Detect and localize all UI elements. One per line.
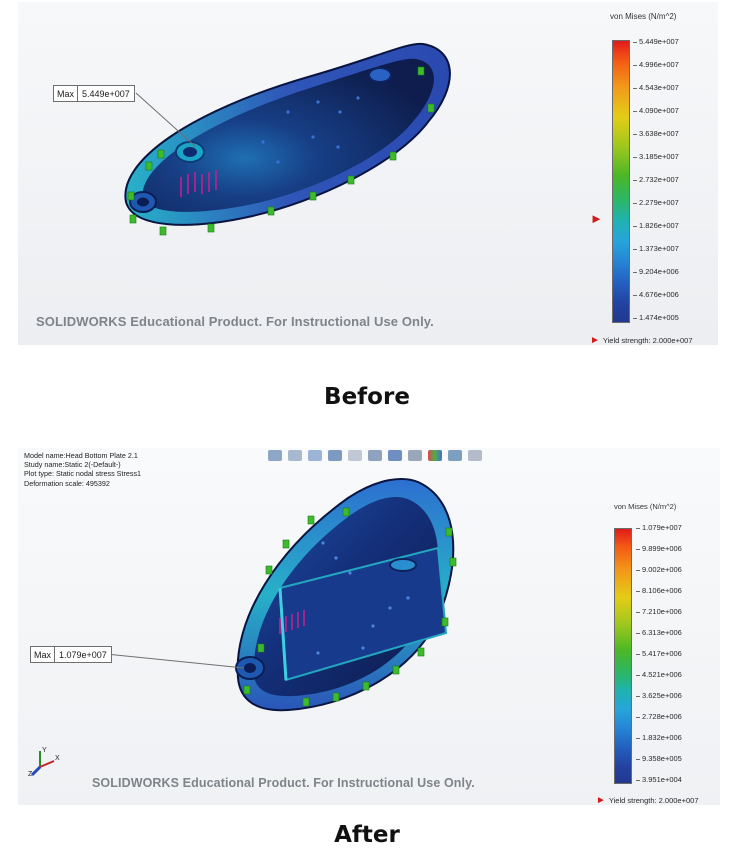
legend-tick: 3.638e+007 (633, 129, 679, 138)
legend-tick: 4.090e+007 (633, 106, 679, 115)
triad-y-label: Y (42, 747, 47, 754)
hide-show-items-icon[interactable] (408, 449, 422, 461)
legend-tick: 8.106e+006 (636, 586, 682, 595)
legend-tick: 7.210e+006 (636, 607, 682, 616)
view-orientation-icon[interactable] (368, 449, 382, 461)
model-name: Model name:Head Bottom Plate 2.1 (24, 451, 138, 460)
triad-x-label: X (55, 755, 60, 762)
study-name: Study name:Static 2(-Default-) (24, 460, 121, 470)
yield-arrow-icon: ► (590, 335, 600, 345)
max-value: 5.449e+007 (82, 88, 130, 99)
color-scale-bar (614, 528, 632, 784)
after-model-render (105, 478, 457, 712)
educational-watermark: SOLIDWORKS Educational Product. For Inst… (36, 314, 434, 329)
yield-strength-label: ► Yield strength: 2.000e+007 (590, 335, 693, 345)
section-view-icon[interactable] (328, 449, 342, 461)
yield-strength-text: Yield strength: 2.000e+007 (608, 796, 699, 805)
legend-tick: 3.185e+007 (633, 152, 679, 161)
after-result-view: Model name:Head Bottom Plate 2.1 Study n… (18, 448, 720, 805)
legend-tick: 2.732e+007 (633, 175, 679, 184)
deformation-scale: Deformation scale: 495392 (24, 478, 110, 488)
before-model-render (124, 42, 451, 236)
legend-tick: 3.951e+004 (636, 775, 682, 784)
previous-view-icon[interactable] (308, 449, 322, 461)
legend-tick: 1.373e+007 (633, 244, 679, 253)
max-label: Max (31, 647, 56, 662)
legend-tick: 5.449e+007 (633, 37, 679, 46)
display-style-icon[interactable] (388, 449, 402, 461)
legend-tick: 9.204e+006 (633, 267, 679, 276)
apply-scene-icon[interactable] (448, 449, 462, 461)
max-stress-annotation: Max 5.449e+007 (53, 85, 135, 102)
triad-z-label: Z (28, 771, 33, 778)
zoom-to-fit-icon[interactable] (268, 449, 282, 461)
yield-arrow-icon: ► (596, 795, 606, 805)
max-label: Max (54, 86, 79, 101)
educational-watermark: SOLIDWORKS Educational Product. For Inst… (92, 776, 475, 790)
legend-tick: 9.358e+005 (636, 754, 682, 763)
legend-tick: 1.832e+006 (636, 733, 682, 742)
caption-after: After (334, 822, 400, 848)
legend-tick: 6.313e+006 (636, 628, 682, 637)
edit-appearance-icon[interactable] (428, 449, 442, 461)
legend-title: von Mises (N/m^2) (610, 12, 677, 21)
view-settings-icon[interactable] (468, 449, 482, 461)
legend-tick: 4.543e+007 (633, 83, 679, 92)
yield-strength-label: ► Yield strength: 2.000e+007 (596, 795, 699, 805)
plot-type: Plot type: Static nodal stress Stress1 (24, 469, 142, 479)
legend-tick: 4.676e+006 (633, 290, 679, 299)
legend-tick: 3.625e+006 (636, 691, 682, 700)
legend-tick: 9.899e+006 (636, 544, 682, 553)
caption-before: Before (324, 384, 410, 410)
legend-tick: 5.417e+006 (636, 649, 682, 658)
yield-marker-icon: ► (590, 211, 603, 226)
max-value: 1.079e+007 (59, 649, 107, 660)
view-toolbar (268, 448, 482, 462)
legend-tick: 2.728e+006 (636, 712, 682, 721)
legend-title: von Mises (N/m^2) (614, 502, 677, 511)
legend-tick: 9.002e+006 (636, 565, 682, 574)
yield-strength-text: Yield strength: 2.000e+007 (602, 336, 693, 345)
legend-tick: 4.996e+007 (633, 60, 679, 69)
axis-triad-icon: Y X Z (28, 747, 60, 778)
legend-tick: 1.826e+007 (633, 221, 679, 230)
legend-tick: 4.521e+006 (636, 670, 682, 679)
legend-tick: 1.079e+007 (636, 523, 682, 532)
dynamic-annotation-icon[interactable] (348, 449, 362, 461)
before-result-view: Max 5.449e+007 von Mises (N/m^2) 5.449e+… (18, 2, 718, 345)
legend-tick: 2.279e+007 (633, 198, 679, 207)
zoom-area-icon[interactable] (288, 449, 302, 461)
study-info: Model name:Head Bottom Plate 2.1 Study n… (24, 451, 141, 488)
max-stress-annotation: Max 1.079e+007 (30, 646, 112, 663)
legend-tick: 1.474e+005 (633, 313, 679, 322)
color-scale-bar (612, 40, 630, 323)
